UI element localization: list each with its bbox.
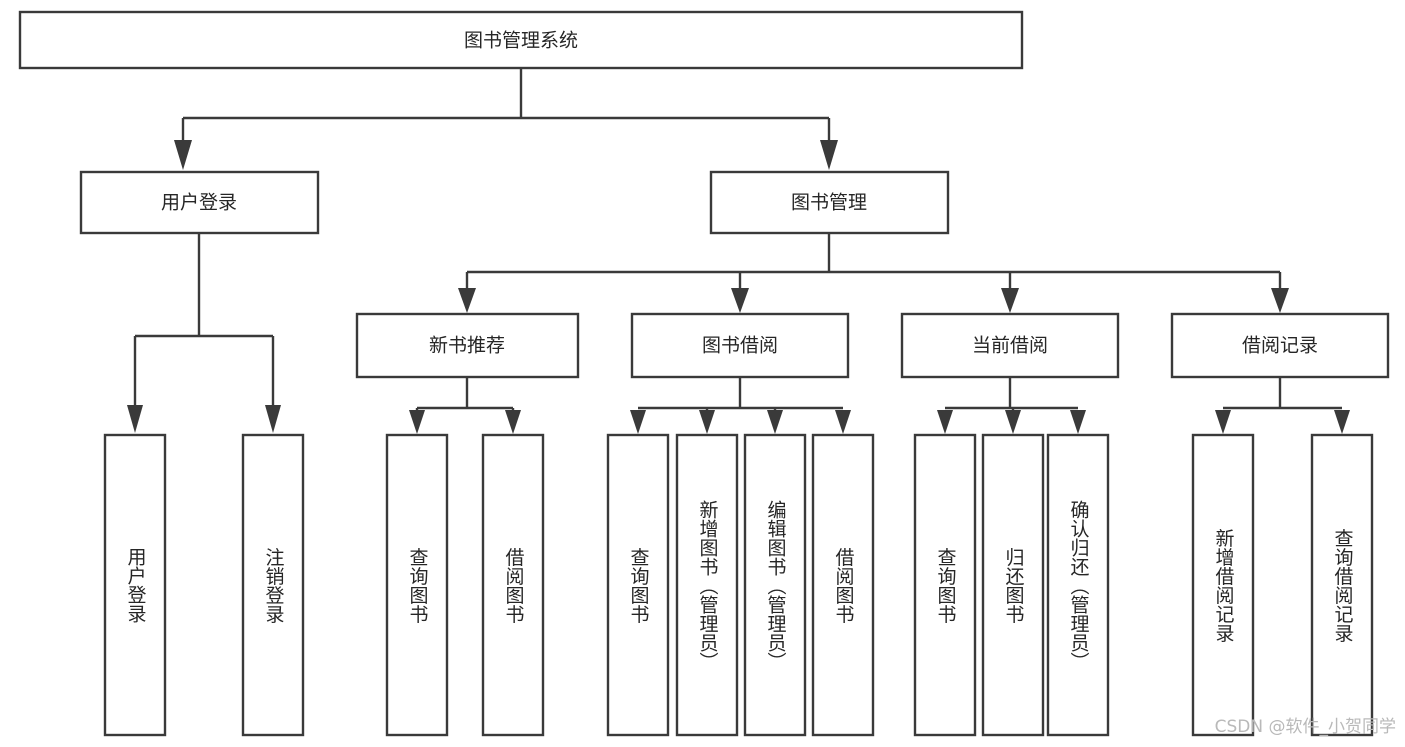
- arrow-leaf-add-book: [699, 410, 715, 434]
- leaf-query-borrow-record-label: 查询借阅记录: [1332, 528, 1354, 642]
- root-label: 图书管理系统: [464, 30, 578, 52]
- leaf-borrow-query-book-label: 查询图书: [628, 547, 650, 623]
- leaf-user-login-box[interactable]: [103, 433, 167, 737]
- arrow-leaf-return-book: [1005, 410, 1021, 434]
- root-box[interactable]: [18, 10, 1024, 70]
- connectors-user-login-to-leaves: [127, 233, 281, 433]
- leaf-new-book-borrow-label: 借阅图书: [503, 547, 525, 623]
- leaf-return-book[interactable]: 归还图书: [981, 433, 1045, 737]
- leaf-return-book-box[interactable]: [981, 433, 1045, 737]
- leaf-new-book-query[interactable]: 查询图书: [385, 433, 449, 737]
- arrow-leaf-confirm-return: [1070, 410, 1086, 434]
- user-login-label: 用户登录: [161, 192, 237, 214]
- connectors-book-manage-to-level2: [458, 233, 1289, 313]
- leaf-current-query-book[interactable]: 查询图书: [913, 433, 977, 737]
- arrow-leaf-add-record: [1215, 410, 1231, 434]
- arrow-leaf-user-login: [127, 405, 143, 433]
- leaf-new-book-query-box[interactable]: [385, 433, 449, 737]
- leaf-borrow-book-box[interactable]: [811, 433, 875, 737]
- leaf-confirm-return-admin-box[interactable]: [1046, 433, 1110, 737]
- leaf-borrow-book-label: 借阅图书: [833, 547, 855, 623]
- leaf-confirm-return-admin[interactable]: 确认归还（管理员）: [1046, 433, 1110, 737]
- book-management-box[interactable]: [709, 170, 950, 235]
- leaf-user-login-label: 用户登录: [125, 547, 147, 623]
- book-management-label: 图书管理: [791, 192, 867, 214]
- csdn-watermark: CSDN @软件_小贺同学: [1215, 717, 1396, 737]
- new-book-recommend-label: 新书推荐: [429, 335, 505, 357]
- arrow-borrow-record: [1271, 288, 1289, 313]
- leaf-add-book-admin-label: 新增图书（管理员）: [697, 499, 719, 670]
- arrow-new-book-recommend: [458, 288, 476, 313]
- node-borrow-record[interactable]: 借阅记录: [1170, 312, 1390, 379]
- arrow-leaf-borrow-book-2: [835, 410, 851, 434]
- leaf-confirm-return-admin-label: 确认归还（管理员）: [1068, 499, 1090, 670]
- node-book-borrow[interactable]: 图书借阅: [630, 312, 850, 379]
- book-borrow-box[interactable]: [630, 312, 850, 379]
- arrow-book-borrow: [731, 288, 749, 313]
- leaf-current-query-book-box[interactable]: [913, 433, 977, 737]
- leaf-current-query-book-label: 查询图书: [935, 547, 957, 623]
- book-borrow-label: 图书借阅: [702, 335, 778, 357]
- leaf-logout[interactable]: 注销登录: [241, 433, 305, 737]
- leaf-new-book-query-label: 查询图书: [407, 547, 429, 623]
- leaf-borrow-book[interactable]: 借阅图书: [811, 433, 875, 737]
- arrow-leaf-query-record: [1334, 410, 1350, 434]
- user-login-box[interactable]: [79, 170, 320, 235]
- borrow-record-box[interactable]: [1170, 312, 1390, 379]
- arrow-user-login: [174, 140, 192, 170]
- arrow-leaf-borrow-book-1: [505, 410, 521, 434]
- node-current-borrow[interactable]: 当前借阅: [900, 312, 1120, 379]
- connectors-current-borrow-to-leaves: [937, 378, 1086, 434]
- arrow-leaf-edit-book: [767, 410, 783, 434]
- leaf-logout-label: 注销登录: [263, 547, 285, 623]
- leaf-user-login[interactable]: 用户登录: [103, 433, 167, 737]
- connectors-borrow-record-to-leaves: [1215, 378, 1350, 434]
- node-new-book-recommend[interactable]: 新书推荐: [355, 312, 580, 379]
- arrow-book-manage: [820, 140, 838, 170]
- leaf-add-book-admin-box[interactable]: [675, 433, 739, 737]
- leaf-add-book-admin[interactable]: 新增图书（管理员）: [675, 433, 739, 737]
- arrow-leaf-query-book-1: [409, 410, 425, 434]
- leaf-add-borrow-record-label: 新增借阅记录: [1213, 528, 1235, 642]
- leaf-query-borrow-record[interactable]: 查询借阅记录: [1310, 433, 1374, 737]
- leaf-logout-box[interactable]: [241, 433, 305, 737]
- leaf-borrow-query-book[interactable]: 查询图书: [606, 433, 670, 737]
- leaf-borrow-query-book-box[interactable]: [606, 433, 670, 737]
- connectors-book-borrow-to-leaves: [630, 378, 851, 434]
- leaf-edit-book-admin[interactable]: 编辑图书（管理员）: [743, 433, 807, 737]
- current-borrow-label: 当前借阅: [972, 335, 1048, 357]
- arrow-leaf-query-book-2: [630, 410, 646, 434]
- connectors-new-book-to-leaves: [409, 378, 521, 434]
- leaf-return-book-label: 归还图书: [1003, 547, 1025, 623]
- leaf-edit-book-admin-label: 编辑图书（管理员）: [765, 499, 787, 670]
- leaf-edit-book-admin-box[interactable]: [743, 433, 807, 737]
- node-book-management[interactable]: 图书管理: [709, 170, 950, 235]
- arrow-current-borrow: [1001, 288, 1019, 313]
- borrow-record-label: 借阅记录: [1242, 335, 1318, 357]
- current-borrow-box[interactable]: [900, 312, 1120, 379]
- leaf-new-book-borrow-box[interactable]: [481, 433, 545, 737]
- leaf-add-borrow-record[interactable]: 新增借阅记录: [1191, 433, 1255, 737]
- new-book-recommend-box[interactable]: [355, 312, 580, 379]
- node-root-book-management-system[interactable]: 图书管理系统: [18, 10, 1024, 70]
- arrow-leaf-logout: [265, 405, 281, 433]
- leaf-new-book-borrow[interactable]: 借阅图书: [481, 433, 545, 737]
- leaf-add-borrow-record-box[interactable]: [1191, 433, 1255, 737]
- arrow-leaf-query-book-3: [937, 410, 953, 434]
- node-user-login[interactable]: 用户登录: [79, 170, 320, 235]
- leaf-query-borrow-record-box[interactable]: [1310, 433, 1374, 737]
- connectors-root-to-level1: [174, 68, 838, 170]
